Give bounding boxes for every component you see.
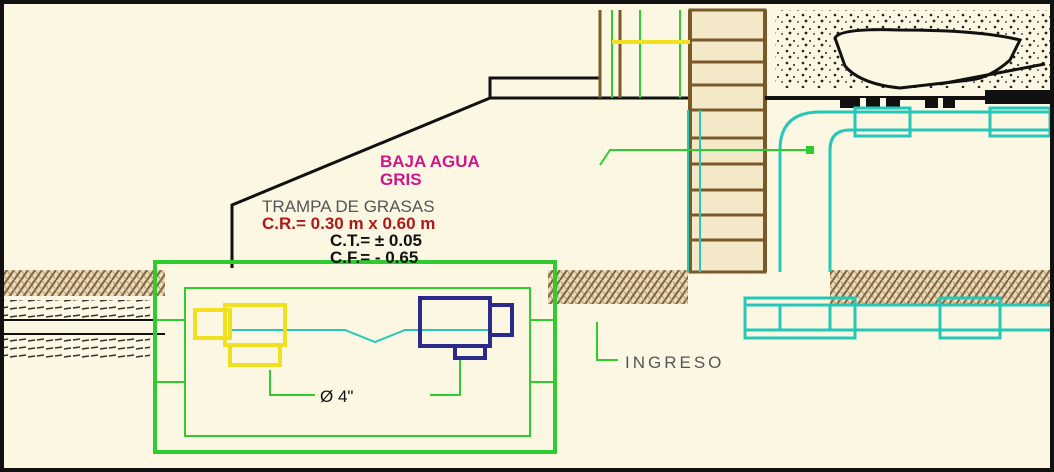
outlet-tee-fitting: [418, 296, 514, 360]
soil-hatch-mid: [548, 270, 688, 304]
toilet-outline: [833, 28, 1023, 90]
brick-wall-cyan-edge: [687, 110, 701, 272]
cota-tapa-label: C.T.= ± 0.05: [330, 231, 422, 250]
leader-diameter: [269, 360, 461, 396]
toilet-line: [939, 62, 1046, 86]
gris-label: GRIS: [380, 170, 422, 189]
wall-lines-upper: [598, 10, 622, 98]
cota-fondo-label: C.F.= - 0.65: [330, 248, 418, 267]
water-level: [230, 329, 490, 344]
fill-band-upper-left: [0, 300, 150, 318]
trampa-title-label: TRAMPA DE GRASAS: [262, 197, 435, 216]
baja-agua-label: BAJA AGUA: [380, 152, 480, 171]
leader-baja-agua: [599, 149, 810, 166]
leader-ingreso: [596, 322, 618, 361]
pipe-diameter-label: Ø 4": [320, 387, 353, 406]
slab-step: [488, 76, 600, 98]
floor-hatch-top-right: [840, 90, 1054, 108]
grease-trap-chamber: [153, 260, 557, 454]
pipe-lines-left: [0, 319, 165, 335]
ingreso-label: INGRESO: [625, 353, 724, 372]
wall-green-lines: [611, 10, 681, 98]
leader-endpoint: [806, 146, 814, 154]
slab-outline: [230, 96, 760, 268]
inlet-tee-fitting: [193, 303, 287, 367]
brick-wall: [688, 8, 767, 274]
soil-hatch-left: [0, 270, 165, 296]
fill-band-lower-left: [0, 336, 150, 358]
trampa-dims-label: C.R.= 0.30 m x 0.60 m: [262, 214, 435, 233]
